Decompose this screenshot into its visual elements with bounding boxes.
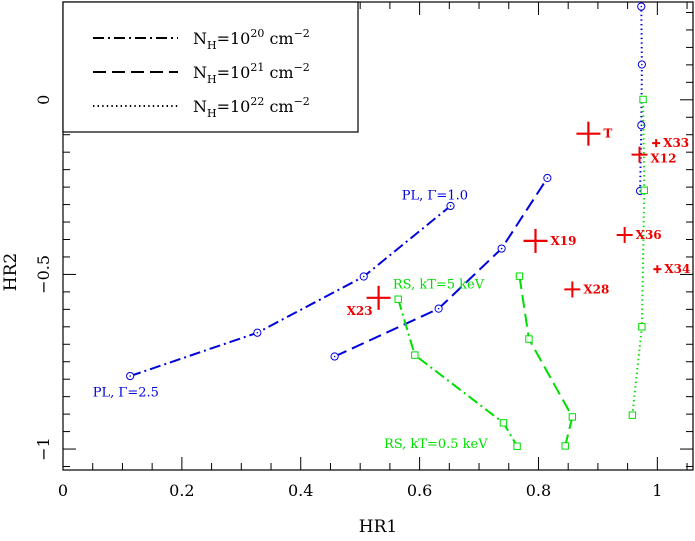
model-point-center (362, 275, 365, 278)
model-track-line (518, 276, 574, 447)
y-tick-label: 0 (34, 95, 53, 105)
model-point-square (499, 419, 508, 427)
model-label: PL, Γ=1.0 (402, 188, 468, 203)
legend-box (62, 1, 359, 133)
model-point-center (639, 190, 641, 192)
model-point-square (561, 442, 569, 450)
model-point-square (394, 295, 402, 303)
plot-frame (62, 1, 694, 471)
model-point-center (641, 63, 643, 66)
x-tick-label: 0.2 (169, 481, 194, 500)
model-point-center (640, 5, 643, 8)
model-track-line (631, 99, 646, 416)
model-point-center (129, 375, 131, 377)
legend-label: NH=1022 cm−2 (193, 95, 310, 120)
model-point-square (639, 95, 647, 104)
model-label: RS, kT=5 keV (393, 277, 485, 292)
legend-label: NH=1021 cm−2 (193, 61, 310, 86)
source-label: T (603, 127, 612, 141)
source-label: X34 (664, 262, 690, 276)
model-point-square (568, 413, 577, 421)
source-label: X23 (347, 304, 373, 318)
source-label: X33 (663, 136, 689, 150)
model-point-square (515, 272, 524, 280)
model-point-square (628, 411, 637, 419)
model-point-square (638, 323, 646, 331)
model-point-square (640, 186, 648, 194)
x-tick-label: 0.8 (526, 481, 551, 500)
source-label: X19 (551, 234, 577, 248)
model-label: RS, kT=0.5 keV (384, 437, 488, 452)
model-labels: PL, Γ=1.0PL, Γ=2.5 RS, kT=5 keV RS, kT=0.5… (93, 188, 489, 452)
source-label: X36 (636, 228, 662, 242)
model-point-center (640, 124, 643, 127)
x-tick-label: 0.4 (288, 481, 313, 500)
source-label: X28 (583, 282, 609, 296)
model-point-center (500, 247, 503, 250)
model-point-center (437, 307, 440, 310)
model-point-center (256, 331, 259, 334)
model-point-square (513, 442, 521, 450)
x-tick-label: 0 (58, 481, 68, 500)
model-track-line (334, 177, 549, 358)
model-point-square (525, 335, 533, 343)
model-label: PL, Γ=2.5 (93, 386, 159, 401)
legend-label: NH=1020 cm−2 (193, 27, 310, 52)
y-axis-label: HR2 (1, 253, 21, 291)
y-tick-label: −1 (34, 437, 53, 461)
model-tracks (126, 2, 648, 450)
model-track-line (639, 6, 643, 191)
y-tick-label: −0.5 (34, 255, 53, 294)
model-point-center (333, 355, 336, 358)
source-label: X12 (651, 152, 677, 166)
model-point-square (411, 351, 419, 359)
model-point-center (449, 205, 452, 207)
x-tick-label: 1 (652, 481, 662, 500)
axes: 0 0.2 0.4 0.6 0.8 1 −1 −0.5 0 (34, 1, 694, 500)
model-track-line (129, 205, 452, 377)
model-track-line (397, 298, 518, 447)
legend: NH=1020 cm−2NH=1021 cm−2NH=1022 cm−2 (62, 1, 359, 133)
model-point-center (546, 177, 549, 179)
x-tick-label: 0.6 (407, 481, 432, 500)
x-axis-label: HR1 (359, 517, 397, 537)
